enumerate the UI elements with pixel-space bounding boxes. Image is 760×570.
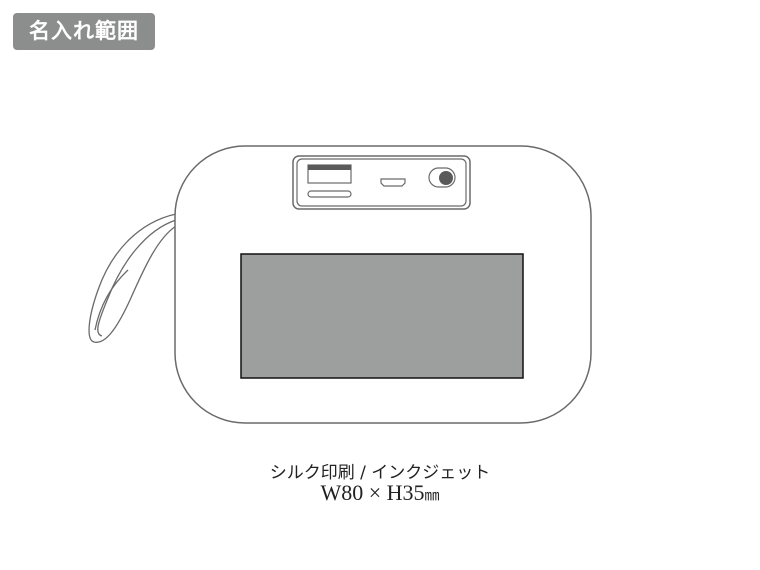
strap-icon: [88, 213, 177, 343]
micro-usb-icon: [380, 178, 406, 187]
print-method: シルク印刷 / インクジェット: [269, 463, 491, 483]
print-size: W80 × H35㎜: [0, 480, 760, 506]
print-size-value: W80 × H35: [320, 480, 425, 505]
print-area-badge: 名入れ範囲: [13, 13, 155, 50]
print-size-unit: ㎜: [424, 488, 440, 504]
print-area: [240, 253, 524, 379]
port-panel: [292, 155, 471, 210]
card-slot-icon: [307, 190, 352, 198]
